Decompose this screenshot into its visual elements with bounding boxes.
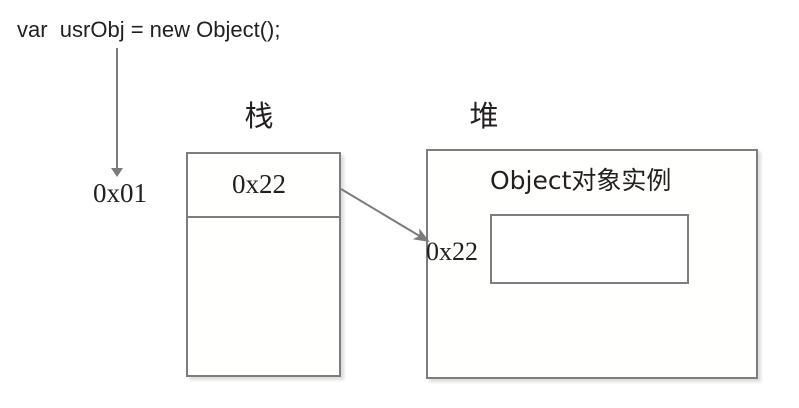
heap-address-label: 0x22 <box>426 237 478 266</box>
stack-cell-bottom <box>188 218 339 375</box>
down-arrow-shaft <box>116 48 118 170</box>
stack-caption: 栈 <box>244 99 274 133</box>
stack-cell-top <box>188 154 339 218</box>
heap-object-title: Object对象实例 <box>490 166 672 195</box>
stack-cell-value: 0x22 <box>232 169 286 199</box>
heap-caption: 堆 <box>469 99 499 133</box>
down-arrow-icon <box>111 168 123 177</box>
stack-box <box>186 152 341 377</box>
code-statement: var usrObj = new Object(); <box>17 17 281 42</box>
variable-address-label: 0x01 <box>93 178 147 208</box>
heap-box: Object对象实例 <box>426 149 758 379</box>
heap-object-slot <box>490 214 689 284</box>
diagonal-arrow-icon <box>340 188 430 243</box>
